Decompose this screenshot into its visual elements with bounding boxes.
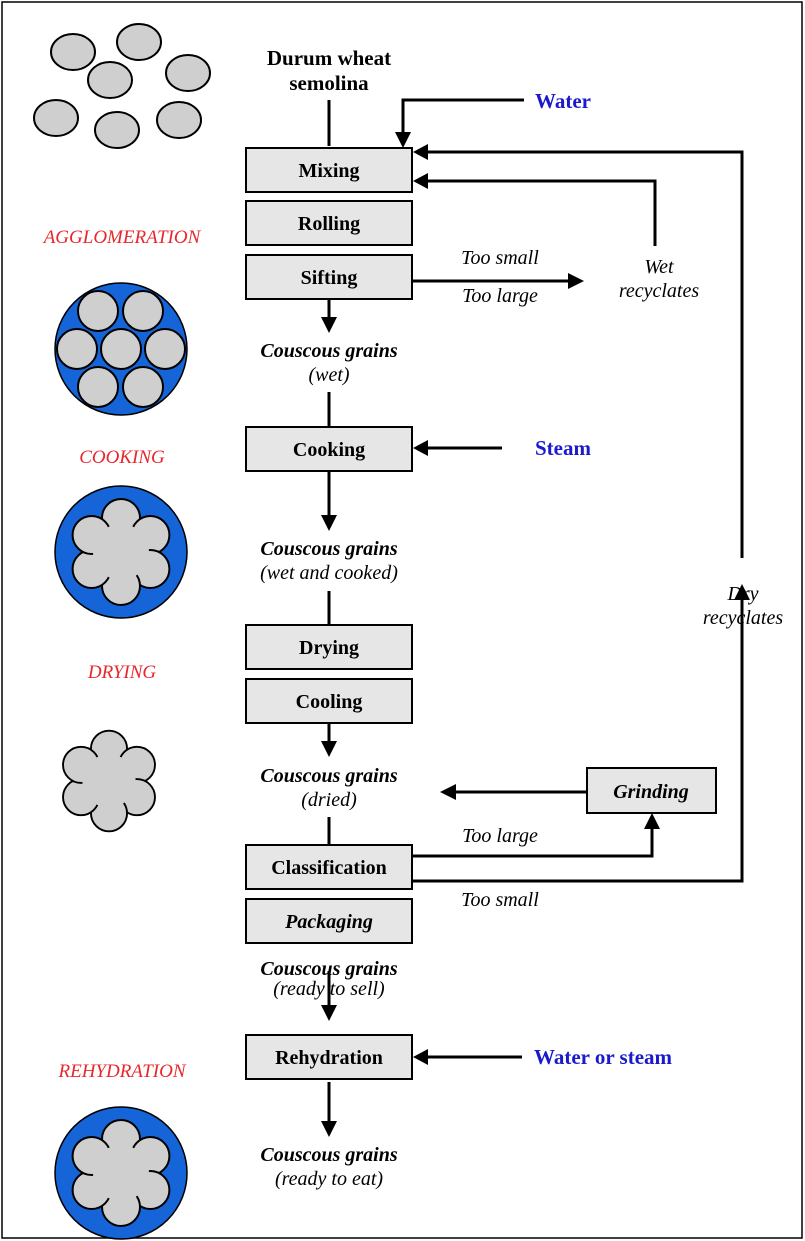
rolling-label: Rolling bbox=[298, 213, 360, 235]
arrowhead bbox=[440, 784, 456, 800]
dried-grain-illustration bbox=[62, 729, 156, 833]
semolina-label-line1: Durum wheat bbox=[267, 46, 391, 70]
dry-recyclates-label-line2: recyclates bbox=[703, 607, 784, 629]
arrowhead bbox=[413, 173, 428, 189]
dry-recyclates-label-line1: Dry bbox=[726, 583, 758, 605]
agglomerated-grain-illustration bbox=[54, 282, 188, 416]
product-name: Couscous grains bbox=[260, 340, 397, 362]
cooling-label: Cooling bbox=[296, 691, 363, 713]
arrowhead bbox=[413, 440, 428, 456]
rolling-step: Rolling bbox=[245, 200, 413, 246]
sifting-too-large-label: Too large bbox=[462, 285, 538, 307]
arrowhead bbox=[321, 515, 337, 531]
arrowhead bbox=[321, 741, 337, 757]
product-name: Couscous grains bbox=[260, 765, 397, 787]
cooked-grain-illustration bbox=[54, 485, 188, 619]
product-name: Couscous grains bbox=[260, 1144, 397, 1166]
product-state-dried: (dried) bbox=[301, 789, 357, 811]
semolina-label-line2: semolina bbox=[289, 71, 369, 95]
rehydration-label: Rehydration bbox=[275, 1047, 383, 1069]
drying-label: Drying bbox=[299, 637, 359, 659]
classification-too-large-line bbox=[413, 827, 654, 858]
packaging-step: Packaging bbox=[245, 898, 413, 944]
product-state-ready-to-sell: (ready to sell) bbox=[273, 978, 385, 1000]
product-name: Couscous grains bbox=[260, 958, 397, 980]
steam-label: Steam bbox=[535, 436, 591, 460]
mixing-label: Mixing bbox=[298, 160, 359, 182]
rehydration-step: Rehydration bbox=[245, 1034, 413, 1080]
arrowhead bbox=[321, 317, 337, 333]
rehydrated-grain-illustration bbox=[54, 1106, 188, 1240]
stage-label-cooking: COOKING bbox=[79, 447, 165, 468]
grinding-step: Grinding bbox=[586, 767, 717, 814]
stage-label-drying: DRYING bbox=[87, 662, 157, 683]
cooking-label: Cooking bbox=[293, 439, 365, 461]
classification-too-small-line bbox=[413, 598, 744, 883]
arrowhead bbox=[568, 273, 584, 289]
classification-too-large-label: Too large bbox=[462, 825, 538, 847]
arrowhead bbox=[413, 144, 428, 160]
arrowhead bbox=[321, 1121, 337, 1137]
semolina-particles-illustration bbox=[33, 23, 211, 149]
packaging-label: Packaging bbox=[284, 911, 373, 933]
sifting-step: Sifting bbox=[245, 254, 413, 300]
product-state-wet: (wet) bbox=[308, 364, 349, 386]
arrowhead bbox=[644, 813, 660, 829]
dry-recyclate-return-line bbox=[428, 150, 744, 558]
wet-recyclates-label-line1: Wet bbox=[644, 256, 674, 278]
arrowhead bbox=[734, 584, 750, 600]
sifting-too-small-label: Too small bbox=[461, 247, 539, 269]
product-name: Couscous grains bbox=[260, 538, 397, 560]
product-state-wet-cooked: (wet and cooked) bbox=[260, 562, 398, 584]
classification-step: Classification bbox=[245, 844, 413, 890]
water-label: Water bbox=[535, 89, 591, 113]
grinding-label: Grinding bbox=[613, 781, 689, 803]
arrowhead bbox=[395, 132, 411, 148]
water-or-steam-label: Water or steam bbox=[534, 1045, 673, 1069]
arrowhead bbox=[321, 1005, 337, 1021]
water-input-line bbox=[401, 98, 524, 134]
cooling-step: Cooling bbox=[245, 678, 413, 724]
cooking-step: Cooking bbox=[245, 426, 413, 472]
product-state-ready-to-eat: (ready to eat) bbox=[275, 1168, 383, 1190]
mixing-step: Mixing bbox=[245, 147, 413, 193]
drying-step: Drying bbox=[245, 624, 413, 670]
arrowhead bbox=[413, 1049, 428, 1065]
wet-recyclate-return-line bbox=[428, 179, 657, 246]
sifting-label: Sifting bbox=[301, 267, 358, 289]
stage-label-agglomeration: AGGLOMERATION bbox=[42, 227, 202, 248]
classification-too-small-label: Too small bbox=[461, 889, 539, 911]
stage-label-rehydration: REHYDRATION bbox=[57, 1061, 186, 1082]
wet-recyclates-label-line2: recyclates bbox=[619, 280, 700, 302]
classification-label: Classification bbox=[271, 857, 387, 879]
